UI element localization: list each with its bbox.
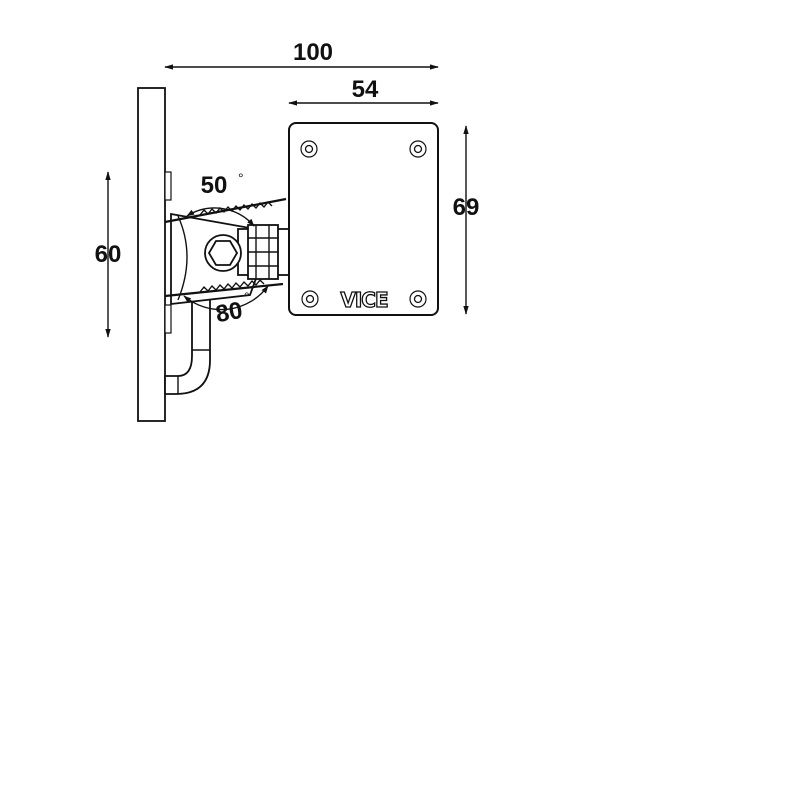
shaft-coupling (237, 224, 291, 280)
base-height-label: 60 (95, 241, 122, 268)
angle-up-label: 50 (201, 172, 228, 199)
dimension-plate-width: 54 (288, 76, 439, 106)
angle-arc-up: 50 ° (186, 170, 255, 227)
dimension-overall-width: 100 (164, 39, 439, 70)
wall-base-plate (137, 87, 172, 422)
angle-down-label: 80 (214, 297, 245, 328)
overall-width-label: 100 (293, 39, 333, 66)
hex-bolt (204, 234, 242, 272)
angle-up-degree: ° (238, 170, 244, 186)
plate-height-label: 69 (453, 194, 480, 221)
screw-bottom-left (301, 290, 319, 308)
screw-top-right (409, 140, 427, 158)
screw-top-left (300, 140, 318, 158)
vice-plate: VICE (288, 122, 439, 316)
angle-arc-down: 80 ° (183, 285, 269, 328)
vice-logo: VICE (340, 288, 388, 312)
angle-down-degree: ° (244, 289, 250, 305)
screw-bottom-right (409, 290, 427, 308)
plate-width-label: 54 (352, 76, 379, 103)
dimension-base-height: 60 (95, 171, 122, 338)
dimension-plate-height: 69 (453, 125, 480, 315)
